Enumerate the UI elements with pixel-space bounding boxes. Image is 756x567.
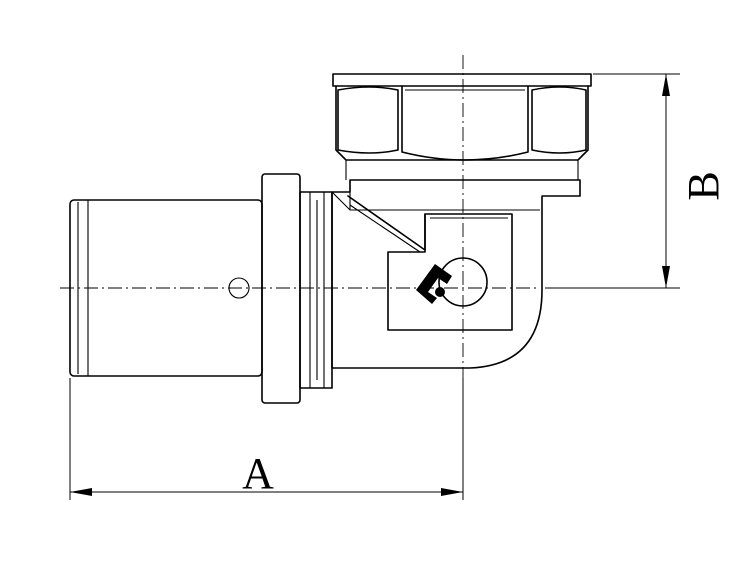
arrow-a-right xyxy=(441,488,463,496)
arrow-a-left xyxy=(70,488,92,496)
elbow-body xyxy=(331,179,581,369)
dimension-b: B xyxy=(545,73,728,289)
lock-clip xyxy=(416,257,488,307)
hex-nut xyxy=(332,73,592,180)
dimension-b-label: B xyxy=(679,171,728,200)
lock-ring xyxy=(438,257,488,307)
grooved-neck xyxy=(299,191,333,389)
arrow-b-bottom xyxy=(662,266,670,288)
arrow-b-top xyxy=(662,74,670,96)
collar-ring xyxy=(261,173,301,404)
inspection-hole xyxy=(228,277,250,299)
dimension-a: A xyxy=(69,378,464,500)
dimension-a-label: A xyxy=(242,449,274,498)
